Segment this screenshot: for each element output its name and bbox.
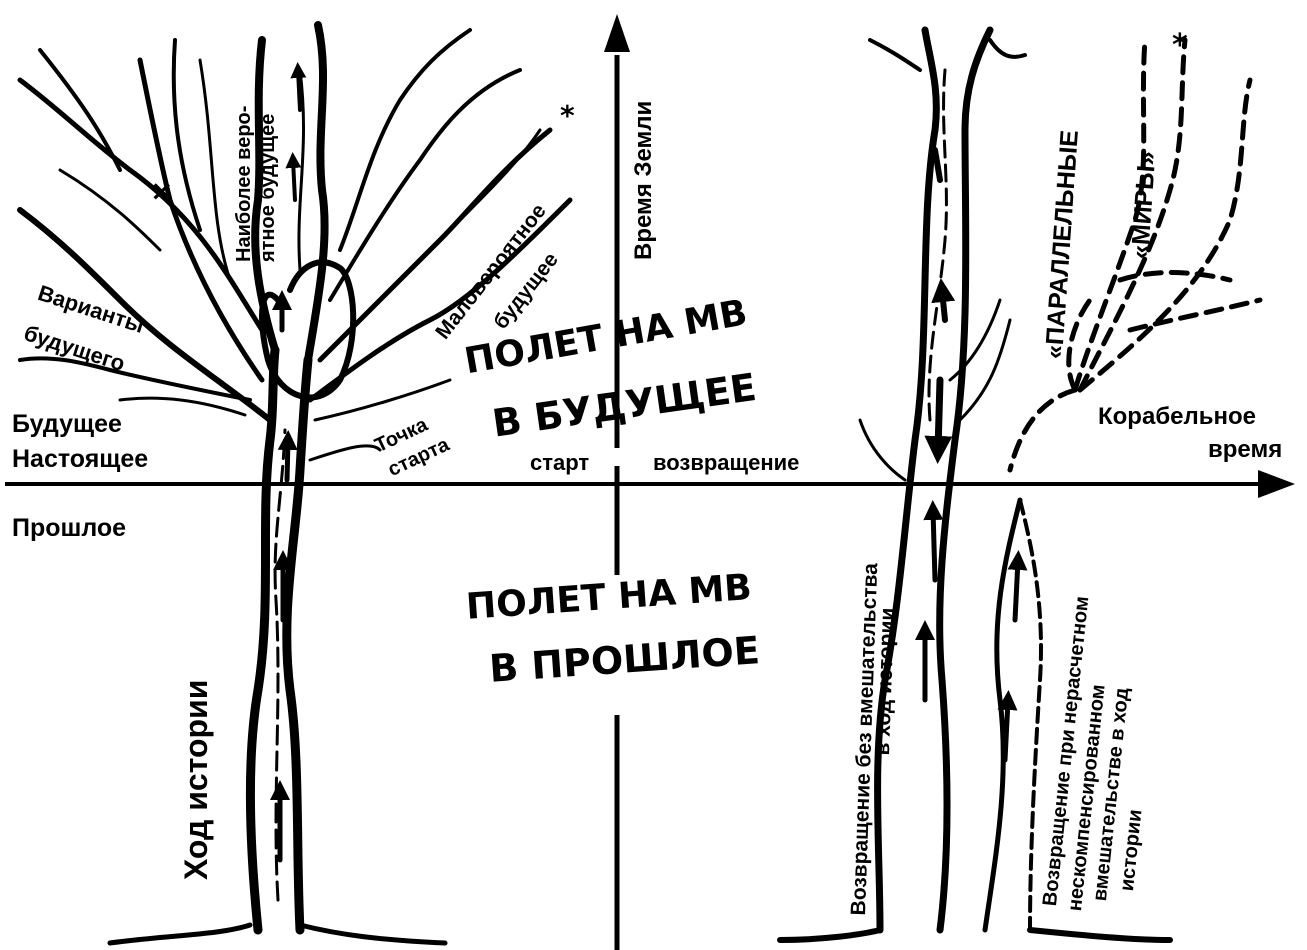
horizontal-axis [5,470,1295,498]
future-label: Будущее [12,412,122,437]
return-label: возвращение [653,452,799,474]
start-label: старт [530,452,589,474]
dead-end-cross-icon: × [150,174,173,207]
ship-time-arrow-icon [1258,470,1295,498]
earth-time-label: Время Земли [632,101,656,260]
branch-end-star-icon: * [560,99,575,132]
parallel-world-star-icon: * [1172,28,1188,63]
return-no-interference-line2: в ход истории [872,607,898,755]
past-label: Прошлое [12,516,126,541]
ship-time-label-line1: Корабельное [1098,405,1256,429]
most-probable-label-line1: Наиболее веро- [234,106,254,262]
present-label: Настоящее [12,447,148,472]
history-course-label: Ход истории [180,680,212,880]
earth-time-arrow-icon [604,14,630,52]
most-probable-label-line2: ятное будущее [258,114,278,262]
ship-time-label-line2: время [1208,438,1282,462]
